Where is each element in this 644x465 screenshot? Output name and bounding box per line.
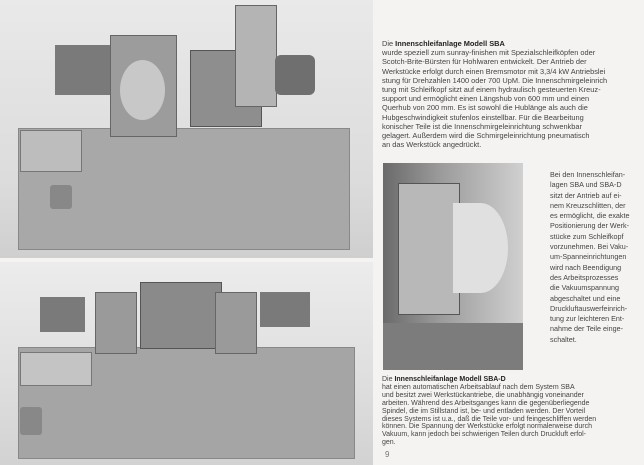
text-line: Scotch-Brite-Bürsten für Hohlwaren entwi… xyxy=(382,57,587,67)
text-line: support und ermöglicht einen Längshub vo… xyxy=(382,94,590,104)
photo-sba-d-machine xyxy=(0,262,373,465)
center-grinding-head xyxy=(140,282,222,349)
caption-line: nahme der Teile einge- xyxy=(550,324,623,334)
text-line: gen. xyxy=(382,439,396,447)
text-line: konischer Teile ist die Innenschmirgelei… xyxy=(382,121,582,131)
sba-heading-bold: Innenschleifanlage Modell SBA xyxy=(395,39,505,48)
caption-line: tung zur leichteren Ent- xyxy=(550,314,625,324)
grinding-head xyxy=(235,5,277,107)
text-line: gelagert. Außerdem wird die Schmirgelein… xyxy=(382,131,590,141)
spindle-guard xyxy=(453,203,508,293)
text-line: an das Werkstück angedrückt. xyxy=(382,140,482,150)
text-line: stung für Drehzahlen 1400 oder 700 UpM. … xyxy=(382,75,608,85)
caption-line: Druckluftauswerfeinrich- xyxy=(550,303,628,313)
logo-badge xyxy=(50,185,72,209)
slide-column xyxy=(398,183,460,315)
control-panel xyxy=(20,352,92,386)
text-line: Vakuum, kann jedoch bei schwierigen Teil… xyxy=(382,431,587,439)
caption-line: stücke zum Schleifkopf xyxy=(550,231,624,241)
sba-d-heading-bold: Innenschleifanlage Modell SBA-D xyxy=(394,376,506,383)
right-motor xyxy=(260,292,310,327)
heading-prefix: Die xyxy=(382,376,395,383)
machine-table xyxy=(383,323,523,370)
caption-line: es ermöglicht, die exakte xyxy=(550,211,630,221)
text-line: können. Die Spannung der Werkstücke erfo… xyxy=(382,423,592,431)
caption-line: um-Spanneinrichtungen xyxy=(550,252,627,262)
head-motor xyxy=(275,55,315,95)
left-motor xyxy=(40,297,85,332)
control-panel xyxy=(20,130,82,172)
caption-line: Positionierung der Werk- xyxy=(550,221,629,231)
left-guard xyxy=(95,292,137,354)
spindle-disk xyxy=(120,60,165,120)
text-line: tung mit Schleifkopf sitzt auf einem hyd… xyxy=(382,85,601,95)
caption-line: nem Kreuzschlitten, der xyxy=(550,200,626,210)
sba-heading: Die Innenschleifanlage Modell SBA xyxy=(382,39,607,48)
text-line: Hubgeschwindigkeit stufenlos einstellbar… xyxy=(382,112,584,122)
right-guard xyxy=(215,292,257,354)
text-line: wurde speziell zum sunray-finishen mit S… xyxy=(382,48,596,58)
heading-prefix: Die xyxy=(382,39,396,48)
caption-line: schaltet. xyxy=(550,334,577,344)
text-line: und besitzt zwei Werkstückantriebe, die … xyxy=(382,391,584,399)
caption-line: wird nach Beendigung xyxy=(550,262,622,272)
text-line: hat einen automatischen Arbeitsablauf na… xyxy=(382,383,575,391)
caption-line: die Vakuumspannung xyxy=(550,283,619,293)
caption-line: abgeschaltet und eine xyxy=(550,293,621,303)
caption-line: vorzunehmen. Bei Vaku- xyxy=(550,242,629,252)
caption-line: lagen SBA und SBA-D xyxy=(550,180,622,190)
text-line: Querhub von 200 mm. Es ist sowohl die Hu… xyxy=(382,103,588,113)
caption-line: des Arbeitsprozesses xyxy=(550,272,619,282)
photo-sba-machine xyxy=(0,0,373,258)
motor xyxy=(55,45,110,95)
logo-badge xyxy=(20,407,42,435)
text-line: Werkstücke erfolgt durch einen Bremsmoto… xyxy=(382,66,606,76)
photo-caption: Bei den Innenschleifan-lagen SBA und SBA… xyxy=(550,170,630,345)
caption-line: Bei den Innenschleifan- xyxy=(550,170,626,179)
sba-d-heading: Die Innenschleifanlage Modell SBA-D xyxy=(382,376,596,384)
text-line: Spindel, die im Stillstand ist, be- und … xyxy=(382,407,586,415)
text-line: arbeiten. Während des Arbeitsganges kann… xyxy=(382,399,590,407)
page-number: 9 xyxy=(385,450,390,459)
text-line: dieses Systems ist u.a., daß die Teile v… xyxy=(382,415,597,423)
photo-cross-slide-detail xyxy=(383,163,523,370)
caption-line: sitzt der Antrieb auf ei- xyxy=(550,190,622,200)
